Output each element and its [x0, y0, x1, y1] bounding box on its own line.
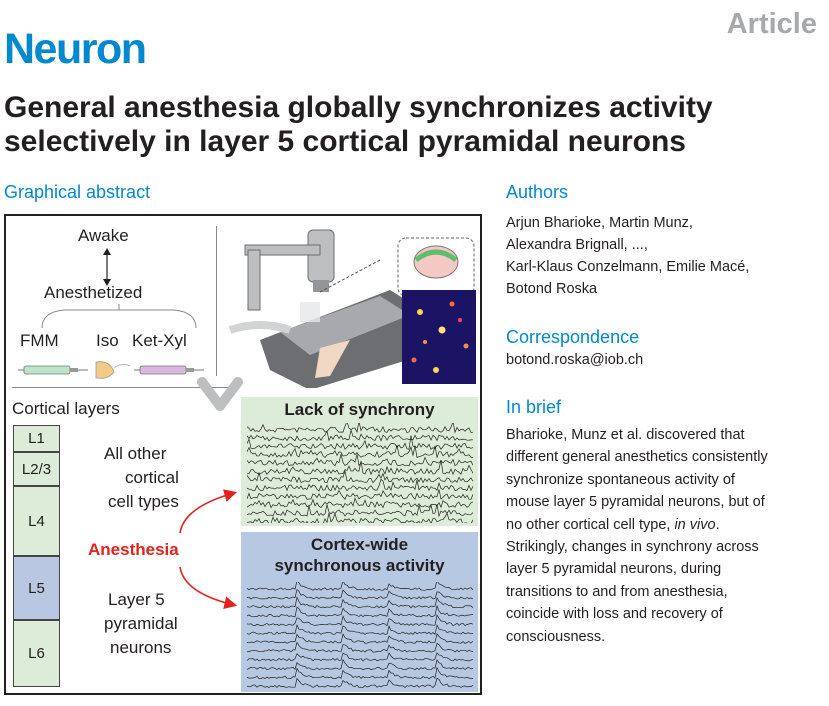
up-down-arrow-icon	[103, 248, 111, 286]
brief-line: synchronize spontaneous activity of	[506, 471, 735, 488]
activity-trace	[247, 652, 473, 662]
layer5-label-line2: pyramidal	[104, 614, 178, 633]
vaporizer-icon	[95, 361, 131, 379]
activity-trace	[247, 632, 473, 644]
panel-lack-of-synchrony: Lack of synchrony	[241, 397, 478, 526]
in-brief-text: Bharioke, Munz et al. discovered that di…	[506, 424, 826, 648]
correspondence-heading: Correspondence	[506, 327, 640, 347]
panel-synchronous-activity: Cortex-wide synchronous activity	[241, 532, 478, 692]
authors-line: Karl-Klaus Conzelmann, Emilie Macé,	[506, 259, 750, 275]
activity-trace	[247, 596, 473, 609]
cortical-layers-label: Cortical layers	[12, 399, 120, 418]
anesthetized-label: Anesthetized	[44, 283, 143, 302]
brief-line: Strikingly, changes in synchrony across	[506, 539, 759, 556]
all-other-label-line3: cell types	[108, 492, 179, 511]
activity-trace	[247, 677, 473, 688]
anesthesia-label: Anesthesia	[88, 540, 179, 559]
paper-title: General anesthesia globally synchronizes…	[4, 91, 713, 158]
brief-line: mouse layer 5 pyramidal neurons, but of	[506, 494, 765, 511]
activity-trace	[247, 582, 473, 591]
brief-line: different general anesthetics consistent…	[506, 449, 768, 466]
activity-trace	[247, 512, 473, 523]
syringe-green-icon	[18, 365, 88, 375]
layer-l23: L2/3	[13, 452, 60, 486]
activity-trace	[247, 604, 473, 618]
activity-trace	[247, 497, 473, 509]
activity-trace	[247, 428, 473, 442]
activity-trace	[247, 503, 473, 518]
activity-trace	[247, 641, 473, 653]
graphical-abstract-figure: Awake Anesthetized FMM Iso Ket-Xyl	[4, 214, 482, 695]
article-type-label: Article	[726, 8, 817, 40]
drug-ketxyl-label: Ket-Xyl	[132, 331, 187, 350]
panel-top-title: Lack of synchrony	[284, 400, 435, 419]
activity-trace	[247, 489, 473, 500]
figure-divider-vertical	[216, 226, 217, 376]
activity-trace	[247, 459, 473, 476]
awake-label: Awake	[78, 226, 129, 245]
authors-list: Arjun Bharioke, Martin Munz, Alexandra B…	[506, 212, 826, 300]
brief-line: layer 5 pyramidal neurons, during	[506, 561, 722, 578]
activity-trace	[247, 588, 473, 600]
drug-bracket	[41, 304, 197, 329]
graphical-abstract-heading: Graphical abstract	[4, 182, 151, 202]
synchronous-traces	[247, 582, 473, 688]
layer-l6: L6	[13, 620, 60, 687]
all-other-label-line1: All other	[104, 444, 167, 463]
arrow-up-icon	[179, 489, 238, 534]
anesthesia-arrows	[179, 489, 238, 609]
chevron-down-icon	[197, 377, 243, 411]
all-other-label-line2: cortical	[125, 468, 179, 487]
panel-bottom-title-line2: synchronous activity	[274, 556, 445, 575]
activity-trace	[247, 469, 473, 484]
authors-heading: Authors	[506, 182, 569, 202]
correspondence-email[interactable]: botond.roska@iob.ch	[506, 352, 644, 368]
drug-fmm-label: FMM	[20, 331, 59, 350]
activity-trace	[247, 445, 473, 459]
asynchronous-traces	[247, 423, 473, 523]
arrow-down-icon	[179, 566, 238, 609]
brief-line: coincide with loss and recovery of	[506, 606, 723, 623]
activity-trace	[247, 658, 473, 671]
layer-l5: L5	[13, 556, 60, 620]
two-photon-microscope-illustration	[228, 229, 476, 388]
activity-trace	[247, 614, 473, 627]
layer5-label-line3: neurons	[110, 638, 172, 657]
brief-line: consciousness.	[506, 628, 606, 645]
authors-line: Arjun Bharioke, Martin Munz,	[506, 215, 693, 231]
activity-trace	[247, 478, 473, 492]
activity-trace	[247, 666, 473, 680]
authors-line: Alexandra Brignall, ...,	[506, 237, 648, 253]
journal-logo: Neuron	[4, 25, 147, 73]
syringe-purple-icon	[134, 365, 204, 375]
layer-l4: L4	[13, 486, 60, 556]
drug-iso-label: Iso	[96, 331, 119, 350]
brief-line: Bharioke, Munz et al. discovered that	[506, 427, 745, 443]
brief-line: no other cortical cell type, in vivo.	[506, 516, 720, 533]
layer-l1: L1	[13, 425, 60, 452]
figure-divider-horizontal	[12, 387, 232, 388]
activity-trace	[247, 624, 473, 635]
authors-line: Botond Roska	[506, 281, 598, 297]
drug-illustrations	[18, 361, 204, 379]
layer5-label-line1: Layer 5	[108, 590, 165, 609]
panel-bottom-title-line1: Cortex-wide	[310, 535, 409, 554]
in-brief-heading: In brief	[506, 397, 562, 417]
activity-trace	[247, 423, 473, 434]
brief-line: transitions to and from anesthesia,	[506, 583, 728, 600]
